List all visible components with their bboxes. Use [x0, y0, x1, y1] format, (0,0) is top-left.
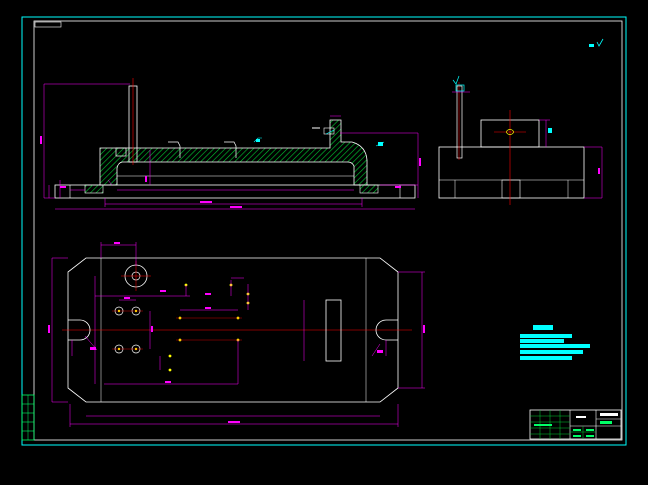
- top-view: [48, 242, 425, 427]
- corner-label-box: [34, 21, 62, 28]
- pocket: [325, 299, 342, 362]
- outer-frame: [21, 16, 627, 446]
- roughness-mark: [589, 38, 604, 47]
- section-body: [99, 119, 368, 186]
- side-view: [438, 75, 603, 205]
- front-section-view: [40, 78, 421, 210]
- binding-strip: [21, 394, 35, 441]
- title-block: [529, 409, 622, 440]
- annotation-block: [520, 325, 590, 360]
- inner-frame: [33, 20, 623, 441]
- plate-outline: [67, 257, 399, 403]
